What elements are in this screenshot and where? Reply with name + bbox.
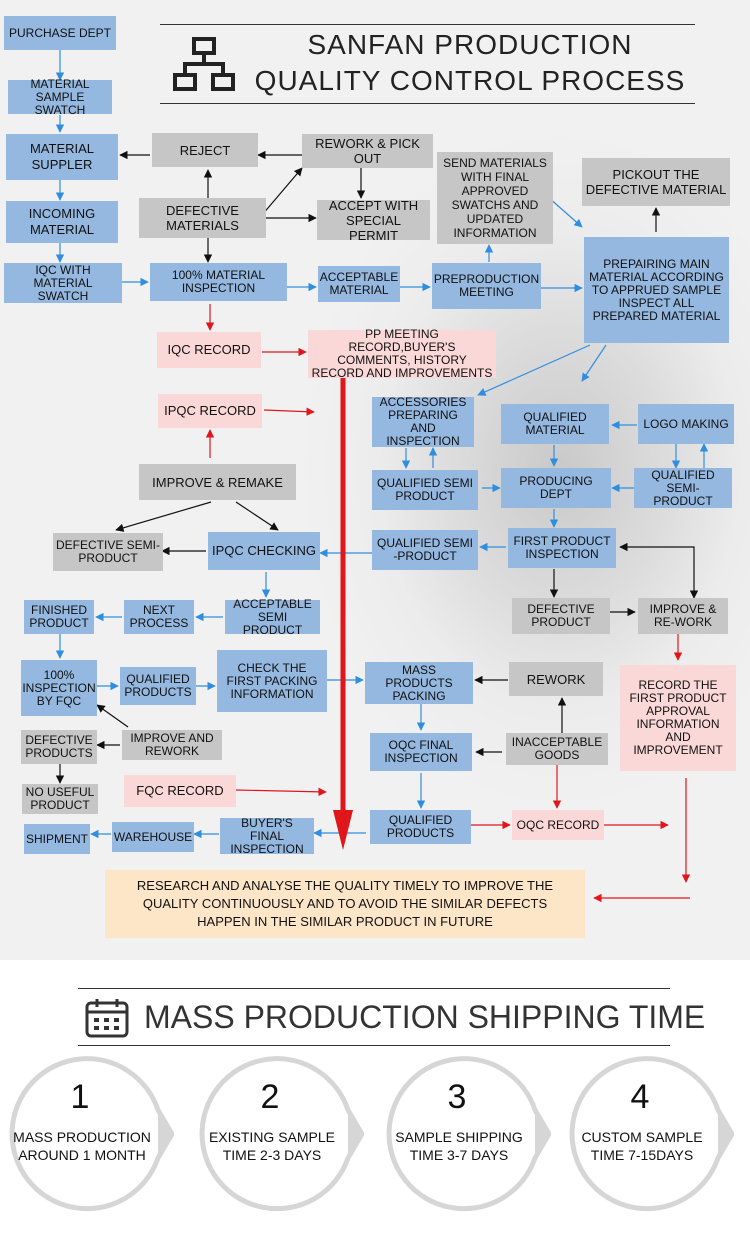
defective-materials-box: DEFECTIVE MATERIALS [139,198,266,238]
shipping-header: MASS PRODUCTION SHIPPING TIME [78,988,705,1046]
qc-process-flowchart: SANFAN PRODUCTION QUALITY CONTROL PROCES… [0,0,750,960]
accept-with-special-permit-box: ACCEPT WITH SPECIAL PERMIT [317,198,430,243]
title-line-1: SANFAN PRODUCTION [307,29,633,60]
circle-arrow-icon [386,1056,551,1212]
send-materials-box: SEND MATERIALS WITH FINAL APPROVED SWATC… [437,152,553,244]
shipping-step-3: 3 SAMPLE SHIPPING TIME 3-7 DAYS [381,1056,551,1226]
step-text: EXISTING SAMPLE TIME 2-3 DAYS [208,1129,336,1163]
rework-pick-out-box: REWORK & PICK OUT [302,134,433,168]
step-number: 3 [447,1078,467,1116]
pp-meeting-record-box: PP MEETING RECORD,BUYER'S COMMENTS, HIST… [308,328,496,380]
circle-arrow-icon [9,1056,174,1212]
hierarchy-icon [173,37,235,91]
defective-product-box: DEFECTIVE PRODUCT [512,598,610,634]
acceptable-semi-product-box: ACCEPTABLE SEMI PRODUCT [225,597,320,636]
finished-product-box: FINISHED PRODUCT [24,600,94,634]
first-product-inspection-box: FIRST PRODUCT INSPECTION [508,528,616,568]
shipping-title: MASS PRODUCTION SHIPPING TIME [144,999,706,1035]
step-text: CUSTOM SAMPLE TIME 7-15DAYS [581,1129,703,1163]
step-number: 2 [260,1078,280,1116]
oqc-final-inspection-box: OQC FINAL INSPECTION [370,733,472,771]
qualified-semi-product-box-2: QUALIFIED SEMI-PRODUCT [634,468,732,508]
rework-box: REWORK [509,662,603,696]
step-text: SAMPLE SHIPPING TIME 3-7 DAYS [395,1129,523,1163]
ipqc-checking-box: IPQC CHECKING [208,532,320,570]
step-text: MASS PRODUCTION AROUND 1 MONTH [13,1129,151,1163]
logo-making-box: LOGO MAKING [638,404,734,444]
improve-remake-box: IMPROVE & REMAKE [139,464,296,500]
shipping-step-1: 1 MASS PRODUCTION AROUND 1 MONTH [4,1056,174,1226]
oqc-record-box: OQC RECORD [512,810,604,840]
accessories-preparing-box: ACCESSORIES PREPARING AND INSPECTION [372,396,474,448]
iqc-with-material-swatch-box: IQC WITH MATERIAL SWATCH [4,263,122,303]
ipqc-record-box: IPQC RECORD [158,394,262,428]
pickout-defective-material-box: PICKOUT THE DEFECTIVE MATERIAL [582,158,730,206]
inspection-by-fqc-box: 100% INSPECTION BY FQC [21,660,97,716]
material-sample-swatch-box: MATERIAL SAMPLE SWATCH [8,77,112,116]
shipping-step-2: 2 EXISTING SAMPLE TIME 2-3 DAYS [194,1056,364,1226]
shipment-box: SHIPMENT [24,824,90,854]
title-block: SANFAN PRODUCTION QUALITY CONTROL PROCES… [160,24,695,104]
qualified-products-box-2: QUALIFIED PRODUCTS [370,810,471,844]
preproduction-meeting-box: PREPRODUCTION MEETING [432,263,541,309]
qualified-semi-product-box-1: QUALIFIED SEMI PRODUCT [372,470,478,510]
iqc-record-box: IQC RECORD [157,332,261,368]
prepairing-main-material-box: PREPAIRING MAIN MATERIAL ACCORDING TO AP… [584,237,729,343]
step-number: 1 [70,1078,90,1116]
material-suppler-box: MATERIAL SUPPLER [6,134,118,180]
warehouse-box: WAREHOUSE [112,822,194,852]
material-inspection-box: 100% MATERIAL INSPECTION [150,263,287,301]
qualified-material-box: QUALIFIED MATERIAL [501,404,609,444]
acceptable-material-box: ACCEPTABLE MATERIAL [318,266,400,302]
buyers-final-inspection-box: BUYER'S FINAL INSPECTION [220,816,314,855]
fqc-record-box: FQC RECORD [124,775,236,807]
step-number: 4 [630,1078,650,1116]
defective-products-box: DEFECTIVE PRODUCTS [21,730,97,764]
defective-semi-product-box: DEFECTIVE SEMI-PRODUCT [53,533,163,571]
title-line-2: QUALITY CONTROL PROCESS [254,65,686,96]
incoming-material-box: INCOMING MATERIAL [6,201,118,243]
research-improvement-box: RESEARCH AND ANALYSE THE QUALITY TIMELY … [105,870,585,938]
mass-products-packing-box: MASS PRODUCTS PACKING [365,662,473,704]
qualified-products-box-1: QUALIFIED PRODUCTS [120,667,196,705]
calendar-icon [85,999,129,1038]
next-process-box: NEXT PROCESS [124,600,194,634]
improve-rework-box: IMPROVE & RE-WORK [638,598,728,634]
inacceptable-goods-box: INACCEPTABLE GOODS [506,733,608,765]
no-useful-product-box: NO USEFUL PRODUCT [22,784,98,814]
circle-arrow-icon [569,1056,734,1212]
shipping-step-4: 4 CUSTOM SAMPLE TIME 7-15DAYS [564,1056,734,1226]
producing-dept-box: PRODUCING DEPT [501,468,611,508]
improve-and-rework-box: IMPROVE AND REWORK [122,730,222,760]
check-first-packing-box: CHECK THE FIRST PACKING INFORMATION [217,650,327,712]
record-first-product-box: RECORD THE FIRST PRODUCT APPROVAL INFORM… [620,665,736,771]
flow-arrows [55,50,709,903]
purchase-dept-box: PURCHASE DEPT [4,16,116,50]
reject-box: REJECT [152,133,258,167]
qualified-semi-product-box-3: QUALIFIED SEMI -PRODUCT [372,530,478,570]
circle-arrow-icon [199,1056,364,1212]
